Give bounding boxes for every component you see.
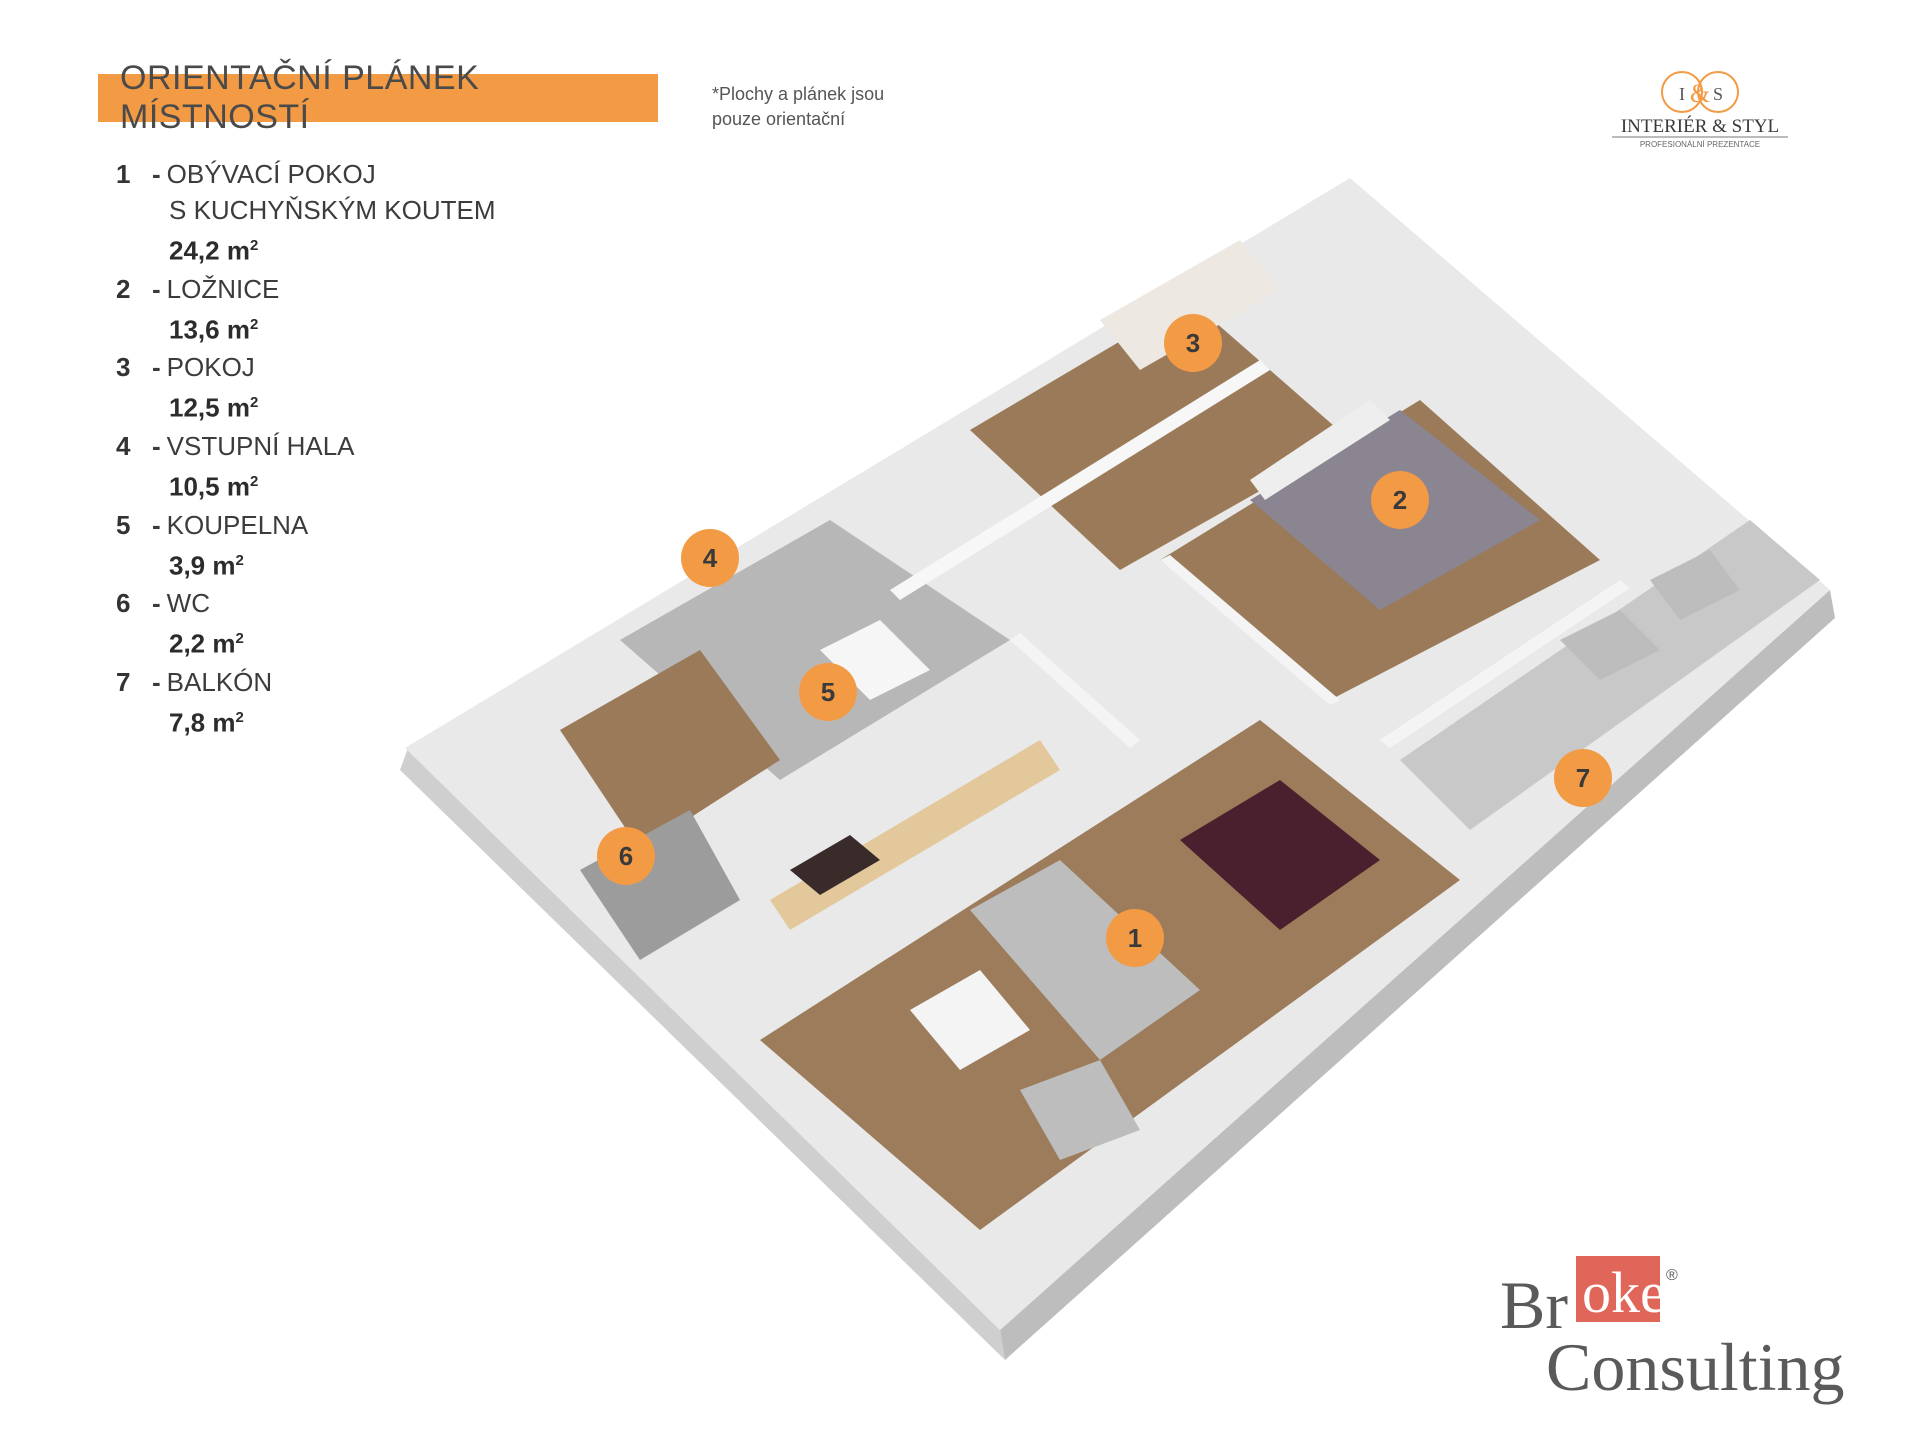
legend-item: 1 -OBÝVACÍ POKOJ S KUCHYŇSKÝM KOUTEM 24,… [116, 156, 536, 269]
room-marker-label: 3 [1186, 328, 1200, 358]
room-marker-5: 5 [799, 663, 857, 721]
legend-room-area: 7,8 m2 [169, 707, 244, 738]
logo-mark-mid: & [1690, 79, 1710, 108]
logo-tagline: PROFESIONÁLNÍ PREZENTACE [1640, 140, 1760, 149]
cooktop-icon [790, 835, 880, 895]
wall [1380, 580, 1630, 748]
legend-item: 6 -WC 2,2 m2 [116, 585, 536, 662]
room-marker-label: 1 [1128, 923, 1142, 953]
logo-broker-a: Br [1500, 1267, 1568, 1343]
room-marker-3: 3 [1164, 314, 1222, 372]
interier-styl-logo: I & S INTERIÉR & STYL PROFESIONÁLNÍ PREZ… [1612, 71, 1788, 149]
balcony-chair [1560, 610, 1660, 680]
note-line-1: *Plochy a plánek jsou [712, 84, 885, 104]
logo-name: INTERIÉR & STYL [1621, 115, 1779, 137]
title-banner: ORIENTAČNÍ PLÁNEK MÍSTNOSTÍ [98, 59, 658, 136]
room-marker-1: 1 [1106, 909, 1164, 967]
room-marker-2: 2 [1371, 471, 1429, 529]
room-legend: 1 -OBÝVACÍ POKOJ S KUCHYŇSKÝM KOUTEM 24,… [116, 156, 536, 743]
wall [890, 360, 1270, 600]
logo-consulting: Consulting [1546, 1329, 1845, 1405]
legend-room-area: 2,2 m2 [169, 628, 244, 659]
legend-number: 6 [116, 588, 131, 619]
pillows [1250, 400, 1390, 500]
slab-edge [400, 748, 1005, 1360]
legend-room-name: WC [166, 588, 210, 619]
logo-ring-left-icon [1661, 71, 1703, 113]
legend-item: 3 -POKOJ 12,5 m2 [116, 349, 536, 426]
legend-room-name: KOUPELNA [166, 509, 309, 540]
legend-item: 5 -KOUPELNA 3,9 m2 [116, 507, 536, 584]
legend-room-area: 24,2 m2 [169, 235, 259, 266]
logo-red-square-icon [1576, 1256, 1660, 1322]
dining-table [1180, 780, 1380, 930]
page-title: ORIENTAČNÍ PLÁNEK MÍSTNOSTÍ [120, 59, 480, 136]
balcony-chair [1650, 550, 1740, 620]
wall [1010, 633, 1140, 748]
bathtub [820, 620, 930, 700]
sofa-room-3 [1100, 240, 1280, 370]
legend-room-area: 13,6 m2 [169, 314, 259, 345]
logo-mark-right: S [1713, 84, 1723, 104]
coffee-table [910, 970, 1030, 1070]
legend-item: 7 -BALKÓN 7,8 m2 [116, 664, 536, 741]
room-marker-7: 7 [1554, 749, 1612, 807]
living-sofa [970, 860, 1200, 1060]
room-marker-4: 4 [681, 529, 739, 587]
legend-room-area: 12,5 m2 [169, 392, 259, 423]
legend-room-name-2: S KUCHYŇSKÝM KOUTEM [169, 195, 496, 225]
legend-number: 3 [116, 352, 131, 383]
legend-item: 4 -VSTUPNÍ HALA 10,5 m2 [116, 428, 536, 505]
legend-number: 2 [116, 273, 131, 304]
note-line-2: pouze orientační [712, 109, 846, 129]
legend-room-name: LOŽNICE [166, 273, 280, 304]
kitchen-counter [770, 740, 1060, 930]
logo-ring-right-icon [1697, 71, 1739, 113]
legend-item: 2 -LOŽNICE 13,6 m2 [116, 271, 536, 348]
legend-number: 5 [116, 509, 131, 540]
floor-room-4 [560, 650, 780, 850]
logo-broker-b: oker [1582, 1260, 1685, 1325]
legend-room-area: 10,5 m2 [169, 471, 259, 502]
legend-number: 1 [116, 159, 131, 189]
room-marker-6: 6 [597, 827, 655, 885]
logo-mark-left: I [1679, 84, 1685, 104]
legend-room-name: BALKÓN [166, 666, 273, 697]
legend-room-name: OBÝVACÍ POKOJ [166, 159, 376, 189]
legend-room-name: POKOJ [166, 352, 255, 383]
legend-number: 7 [116, 666, 131, 697]
wall [1160, 555, 1340, 705]
legend-room-name: VSTUPNÍ HALA [166, 430, 355, 461]
legend-room-area: 3,9 m2 [169, 550, 244, 581]
room-marker-label: 5 [821, 677, 835, 707]
room-marker-label: 4 [703, 543, 718, 573]
legend-number: 4 [116, 430, 131, 461]
room-marker-label: 2 [1393, 485, 1407, 515]
room-marker-label: 6 [619, 841, 633, 871]
disclaimer-note: *Plochy a plánek jsou pouze orientační [712, 82, 942, 132]
living-sofa-chaise [1020, 1060, 1140, 1160]
logo-registered: ® [1666, 1267, 1678, 1284]
floor-room-6 [580, 810, 740, 960]
broker-consulting-logo: Br oker ® Consulting [1500, 1256, 1845, 1405]
slab-edge-right [1000, 590, 1835, 1360]
room-marker-label: 7 [1576, 763, 1590, 793]
